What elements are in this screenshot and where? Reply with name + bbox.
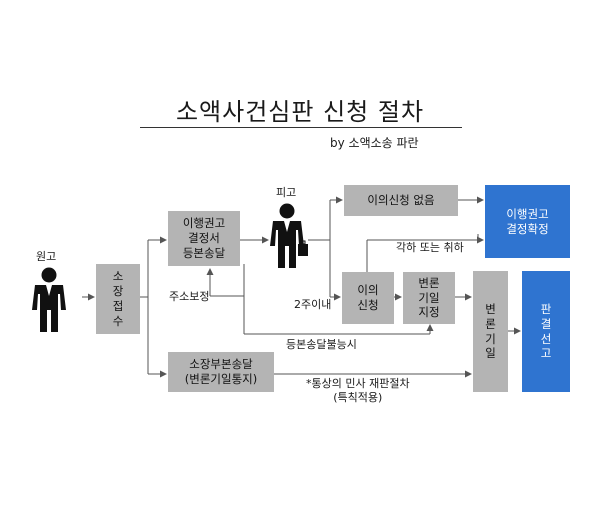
complaint-service-node: 소장부본송달 (변론기일통지) (168, 352, 274, 392)
hearing-date-node: 변론 기일 지정 (403, 272, 455, 324)
hearing-node: 변 론 기 일 (473, 271, 508, 392)
within-2-weeks-label: 2주이내 (294, 298, 332, 311)
no-objection-node: 이의신청 없음 (344, 185, 458, 216)
defendant-label: 피고 (276, 186, 297, 199)
ordinary-procedure-label: *통상의 민사 재판절차 (특칙적용) (306, 377, 410, 405)
judgment-node: 판 결 선 고 (522, 271, 570, 392)
objection-node: 이의 신청 (342, 272, 394, 324)
subtitle: by 소액소송 파란 (330, 136, 419, 150)
order-service-node: 이행권고 결정서 등본송달 (168, 211, 240, 266)
order-final-node: 이행권고 결정확정 (485, 185, 570, 258)
plaintiff-person-icon (32, 267, 66, 332)
defendant-person-with-briefcase-icon (270, 203, 308, 268)
filing-node: 소 장 접 수 (96, 264, 140, 334)
dismiss-withdraw-label: 각하 또는 취하 (396, 241, 464, 254)
page-title: 소액사건심판 신청 절차 (175, 98, 425, 126)
service-impossible-label: 등본송달불능시 (286, 338, 357, 351)
address-correction-label: 주소보정 (169, 290, 210, 303)
title-underline (140, 127, 462, 128)
plaintiff-label: 원고 (36, 250, 57, 263)
